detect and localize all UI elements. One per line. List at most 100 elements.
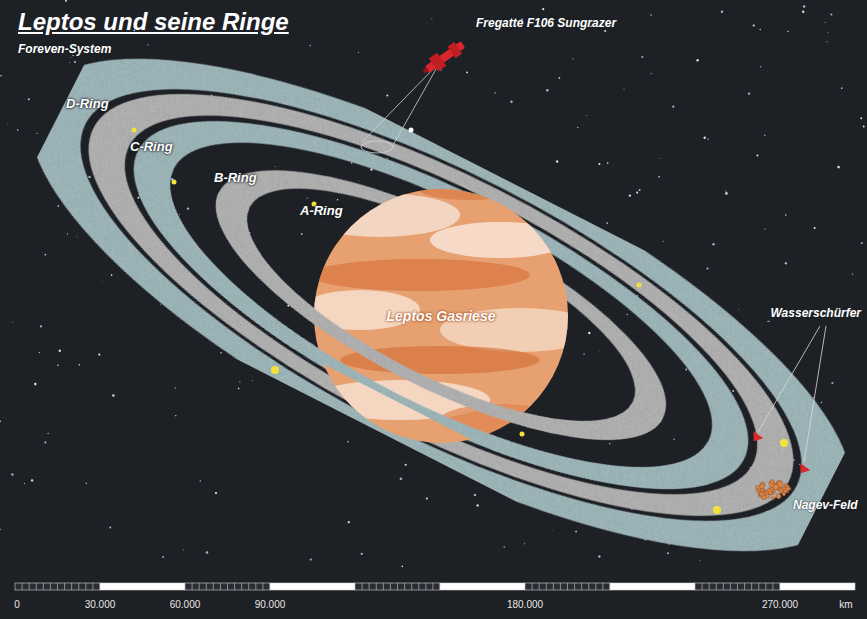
star [556, 160, 559, 163]
star [585, 115, 587, 117]
scale-tick [71, 583, 72, 590]
scale-tick [539, 583, 540, 590]
star [251, 380, 253, 382]
star [604, 30, 606, 32]
scale-tick [404, 583, 405, 590]
scale-tick [78, 583, 79, 590]
miner-label: Wasserschürfer [771, 306, 862, 320]
ring-name: C-Ring [130, 139, 173, 154]
star [400, 477, 403, 480]
scale-tick [22, 583, 23, 590]
scale-tick [241, 583, 242, 590]
star [7, 123, 9, 125]
scale-tick [758, 583, 759, 590]
scale-tick [227, 583, 228, 590]
star [650, 14, 651, 15]
star [67, 233, 68, 234]
scale-tick [765, 583, 766, 590]
star [830, 13, 832, 15]
star [738, 308, 740, 310]
star [583, 353, 585, 355]
star [837, 166, 840, 169]
star [28, 98, 30, 100]
star [764, 228, 765, 229]
star [658, 176, 660, 178]
scale-tick [772, 583, 773, 590]
scale-bar [15, 583, 855, 590]
field-label: Nagev-Feld [793, 498, 858, 512]
star [802, 11, 804, 13]
star [40, 325, 42, 327]
star [11, 473, 13, 475]
scale-number: 30.000 [85, 599, 116, 610]
star [182, 549, 184, 551]
star [663, 241, 664, 242]
star [732, 390, 734, 392]
star [639, 189, 641, 191]
star [546, 89, 548, 91]
star [572, 58, 573, 59]
scale-number: 180.000 [507, 599, 543, 610]
scale-tick [709, 583, 710, 590]
scale-tick [567, 583, 568, 590]
star [599, 351, 601, 353]
star [785, 214, 786, 215]
scale-segment [185, 583, 270, 590]
star [725, 190, 726, 191]
scale-tick [29, 583, 30, 590]
star [803, 5, 806, 8]
star [370, 168, 372, 170]
star [74, 61, 76, 63]
scale-tick [376, 583, 377, 590]
star [310, 559, 312, 561]
asteroid [773, 484, 779, 490]
star [200, 480, 202, 482]
star [347, 441, 348, 442]
scale-number: 90.000 [255, 599, 286, 610]
star [760, 66, 761, 67]
star [695, 97, 697, 99]
star [162, 556, 164, 558]
asteroid [770, 480, 774, 484]
star [88, 176, 90, 178]
star [536, 414, 537, 415]
diagram-title: Leptos und seine Ringe [18, 8, 289, 36]
star [86, 483, 87, 484]
star [287, 305, 289, 307]
scale-tick [723, 583, 724, 590]
star [495, 92, 496, 93]
star [239, 381, 240, 382]
star [725, 192, 728, 195]
star [348, 521, 350, 523]
star [402, 566, 404, 568]
scale-segment [610, 583, 695, 590]
star [466, 71, 468, 73]
star [220, 352, 221, 353]
scale-tick [255, 583, 256, 590]
scale-tick [199, 583, 200, 590]
star [861, 242, 863, 244]
star [510, 101, 512, 103]
star [841, 87, 843, 89]
star [551, 529, 553, 531]
star [673, 439, 675, 441]
star [767, 321, 768, 322]
star [179, 214, 180, 215]
star [760, 29, 761, 30]
scale-unit: km [839, 599, 852, 610]
star [504, 546, 505, 547]
scale-segment [15, 583, 100, 590]
scale-tick [411, 583, 412, 590]
star [685, 368, 687, 370]
star [24, 483, 25, 484]
star [31, 479, 33, 481]
moon-dots [132, 128, 789, 515]
star [175, 415, 176, 416]
star [860, 117, 862, 119]
star [426, 497, 428, 499]
scale-segment [440, 583, 525, 590]
scale-tick [546, 583, 547, 590]
scale-tick [532, 583, 533, 590]
star [524, 543, 525, 544]
